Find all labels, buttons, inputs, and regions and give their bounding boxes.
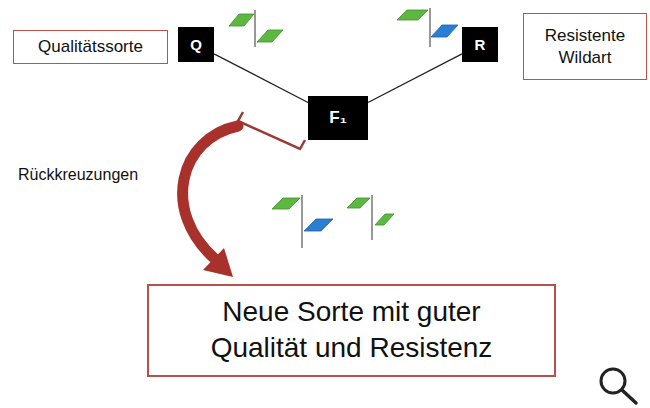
- bracket: [238, 112, 305, 149]
- green-leaf: [397, 10, 428, 20]
- wild-species-box: Resistente Wildart: [523, 13, 647, 80]
- green-leaf: [229, 14, 254, 26]
- box-text: Q: [190, 36, 202, 53]
- plant-stem: [302, 195, 303, 248]
- magnifier-icon: [601, 369, 636, 403]
- plant-icon: [229, 10, 283, 47]
- plant-stem: [430, 8, 431, 47]
- plant-icon: [347, 195, 394, 240]
- box-text: Resistente Wildart: [535, 25, 635, 68]
- plant-stem: [372, 195, 373, 240]
- box-text: F₁: [329, 108, 346, 128]
- connector-line: [368, 54, 462, 103]
- parent-box: R: [462, 27, 498, 62]
- backcross-arrow: [183, 126, 238, 259]
- green-leaf: [257, 30, 283, 42]
- connector-line: [214, 54, 308, 103]
- green-leaf: [272, 198, 300, 209]
- parent-box: Q: [178, 27, 214, 62]
- blue-leaf: [431, 25, 458, 37]
- plant-icon: [397, 8, 458, 47]
- box-text: Qualitätssorte: [38, 36, 143, 57]
- plant-icon: [272, 195, 333, 248]
- box-text: Neue Sorte mit guter Qualität und Resist…: [187, 294, 517, 367]
- variety-label-box: Qualitätssorte: [13, 30, 168, 64]
- green-leaf: [375, 214, 394, 225]
- result-box: Neue Sorte mit guter Qualität und Resist…: [147, 284, 556, 377]
- magnifier-handle: [622, 390, 636, 403]
- arrow-head: [203, 248, 233, 277]
- blue-leaf: [304, 219, 333, 231]
- process-label: Rückkreuzungen: [18, 166, 138, 184]
- box-text: R: [475, 36, 486, 53]
- hybrid-box: F₁: [308, 96, 368, 140]
- green-leaf: [347, 198, 370, 208]
- plant-stem: [255, 10, 256, 47]
